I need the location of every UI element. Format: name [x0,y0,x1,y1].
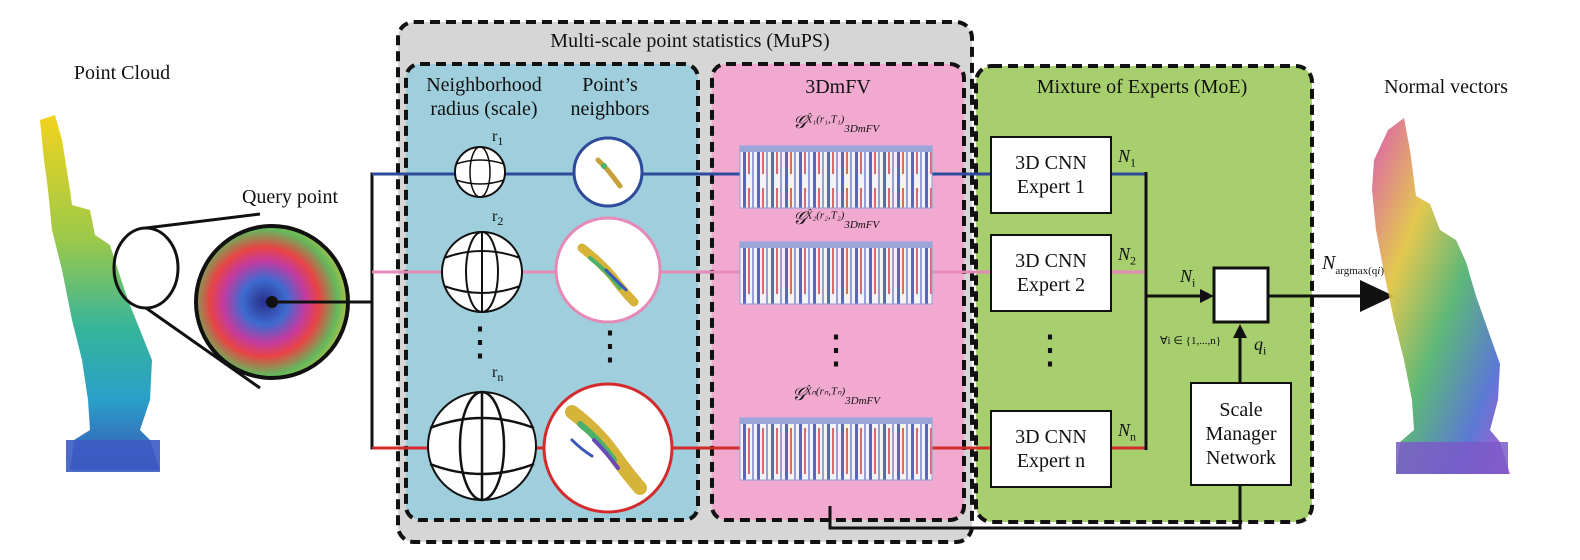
zoom-line-top [145,212,261,230]
fv-formula-2: 𝒢X̂₂(r₂,T₂)3DmFV [792,208,880,231]
qi-arrow-head [1233,324,1247,338]
points-neighbors-heading-line1: Point’s [582,74,638,96]
expert-2-line2: Expert 2 [1016,274,1086,296]
output-normal-label: Nargmax(qi) [1322,252,1385,277]
branch-connector-bottom [370,302,392,450]
forall-label: ∀i ∈ {1,...,n} [1160,335,1221,347]
fv-formula-1: 𝒢X̂₁(r₁,T₁)3DmFV [792,112,880,135]
fv-title: 3DmFV [805,76,871,98]
expert-box-n: 3D CNN Expert n [990,410,1112,488]
radius-label-1: r1 [492,128,504,149]
normal-vectors-label: Normal vectors [1384,76,1508,98]
ellipsis-fv: ⋮ [816,327,856,372]
mups-title: Multi-scale point statistics (MuPS) [550,30,830,52]
output-arrow-head [1360,280,1394,312]
expert-output-1: N1 [1118,146,1137,170]
expert-1-line2: Expert 1 [1016,176,1086,198]
normal-vectors-statue [1372,118,1510,474]
qi-label: qi [1254,334,1267,358]
points-neighbors-heading-line2: neighbors [570,98,650,120]
zoom-line-bottom [145,306,261,390]
branch-connector-top [370,172,392,302]
expert-output-2: N2 [1118,244,1137,268]
ni-arrow-head [1200,289,1214,303]
ellipsis-scale: ⋮ [460,319,500,364]
scale-manager-box: Scale Manager Network [1190,382,1292,486]
neighborhood-radius-heading-line2: radius (scale) [430,98,538,120]
fv-map-2 [739,241,933,305]
expert-box-2: 3D CNN Expert 2 [990,234,1112,312]
ellipsis-neighbors: ⋮ [590,323,630,368]
ni-label: Ni [1180,266,1196,290]
fv-formula-n: 𝒢X̂ₙ(rₙ,Tₙ)3DmFV [792,384,880,407]
scale-manager-line3: Network [1206,447,1276,469]
neighbors-circle-1 [572,136,644,208]
selector-box [1212,266,1270,324]
neighborhood-radius-heading-line1: Neighborhood [426,74,542,96]
fv-map-1 [739,145,933,209]
radius-label-2: r2 [492,208,504,229]
moe-title: Mixture of Experts (MoE) [1036,76,1248,98]
ellipsis-experts: ⋮ [1030,327,1070,372]
expert-output-n: Nn [1118,420,1137,444]
query-point-label: Query point [241,186,339,208]
fv-to-manager-line [828,484,1242,530]
scale-manager-line2: Manager [1205,423,1277,445]
scale-sphere-n [427,390,537,502]
expert-box-1: 3D CNN Expert 1 [990,136,1112,214]
expert-n-line1: 3D CNN [1015,426,1087,448]
expert-n-line2: Expert n [1016,450,1086,472]
fv-map-n [739,417,933,481]
scale-manager-line1: Scale [1219,399,1263,421]
scale-sphere-1 [454,146,506,198]
expert-1-line1: 3D CNN [1015,152,1087,174]
zoom-region-circle [112,226,180,310]
scale-sphere-2 [441,231,523,313]
expert-2-line1: 3D CNN [1015,250,1087,272]
point-cloud-label: Point Cloud [73,62,171,84]
neighbors-circle-n [542,382,674,514]
point-cloud-statue [40,115,160,472]
neighbors-circle-2 [554,216,662,324]
radius-label-n: rn [492,364,504,385]
